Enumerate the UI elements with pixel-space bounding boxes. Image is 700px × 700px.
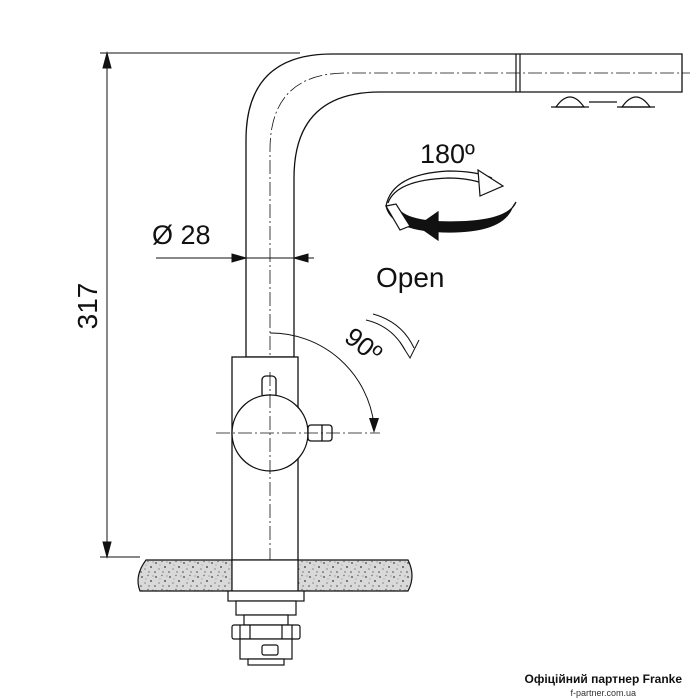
diameter-dimension-label: Ø 28 <box>152 220 211 250</box>
spray-nozzle-2 <box>620 96 652 108</box>
partner-caption: Офіційний партнер Franke <box>524 672 683 686</box>
partner-website: f-partner.com.ua <box>570 688 636 698</box>
mounting-assembly <box>227 590 305 666</box>
spout-rotation-arrow <box>385 168 517 242</box>
spray-nozzle-1 <box>554 96 586 108</box>
height-dimension <box>100 51 300 559</box>
countertop <box>137 559 413 592</box>
lever-rotation-label: 90º <box>339 321 388 369</box>
faucet-body <box>231 356 333 561</box>
diameter-dimension <box>156 253 314 263</box>
spout-rotation-label: 180º <box>420 139 475 169</box>
height-dimension-label: 317 <box>72 283 103 330</box>
open-label: Open <box>376 262 445 293</box>
spout-outlet <box>515 54 655 108</box>
body-centerlines <box>216 372 380 660</box>
spout-centerline <box>269 72 690 372</box>
spout <box>245 53 683 358</box>
lever-rotation-arc <box>269 332 379 433</box>
lever-direction-arrow <box>365 313 420 360</box>
